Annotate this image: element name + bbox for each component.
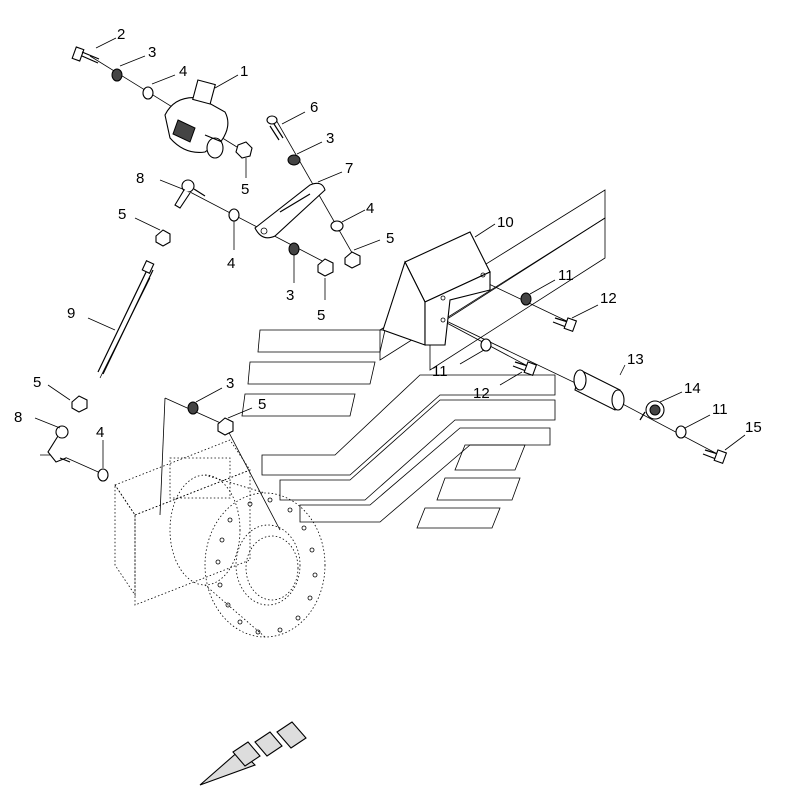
callout-5: 5 [386,230,394,247]
callout-4: 4 [96,424,104,441]
direction-arrow [199,721,307,786]
callout-2: 2 [117,26,125,43]
bolt-part-15 [702,449,728,465]
washer-part-3b [287,154,301,166]
ball-joint-part-8a [174,179,206,209]
callout-12: 12 [600,290,617,307]
bolt-part-2 [71,46,100,64]
callout-5: 5 [33,374,41,391]
callout-3: 3 [286,287,294,304]
nut-part-5b [344,251,361,269]
callout-3: 3 [148,44,156,61]
callout-15: 15 [745,419,762,436]
callout-4: 4 [227,255,235,272]
nut-part-5c [155,229,171,247]
washer-part-11c [675,425,687,439]
callout-7: 7 [345,160,353,177]
callout-11: 11 [558,267,574,284]
clamp-part-14 [639,400,665,421]
cover-part-10 [382,231,491,346]
callout-3: 3 [326,130,334,147]
bolt-part-12b [512,361,538,377]
callout-5: 5 [317,307,325,324]
sensor-part-1 [164,79,229,159]
bolt-part-12a [552,317,578,333]
washer-part-11a [520,292,532,306]
callout-12: 12 [473,385,490,402]
callout-11: 11 [432,363,448,380]
callout-6: 6 [310,99,318,116]
washer-part-3d [187,401,199,415]
callout-8: 8 [136,170,144,187]
leader-lines [34,37,746,468]
nut-part-5a [235,141,253,159]
washer-part-4b [330,220,344,232]
callout-11: 11 [712,401,728,418]
washer-part-4a [142,86,154,100]
washer-part-4c [228,208,240,222]
nut-part-5f [217,417,234,436]
rod-part-9 [97,260,155,375]
callout-3: 3 [226,375,234,392]
spacer-part-13 [573,369,625,411]
lever-part-7 [254,182,326,239]
callout-5: 5 [258,396,266,413]
callout-14: 14 [684,380,701,397]
callout-labels: 2 3 4 1 6 3 5 7 8 5 4 5 4 3 5 10 11 12 9… [14,26,762,441]
callout-13: 13 [627,351,644,368]
screw-part-6 [266,115,284,141]
washer-part-3a [111,68,123,82]
nut-part-5d [317,258,334,277]
washer-part-11b [480,338,492,352]
assembly-lines [40,55,726,531]
callout-4: 4 [179,63,187,80]
callout-1: 1 [240,63,248,80]
ball-joint-part-8b [47,425,71,463]
callout-8: 8 [14,409,22,426]
callout-10: 10 [497,214,514,231]
callout-5: 5 [241,181,249,198]
callout-4: 4 [366,200,374,217]
washer-part-3c [288,242,300,256]
callout-5: 5 [118,206,126,223]
washer-part-4d [97,468,109,482]
background-chevron-outlines [241,189,606,529]
nut-part-5e [71,395,88,413]
axle-hub-phantom [114,439,326,638]
hub-bolt-holes [215,497,318,635]
callout-9: 9 [67,305,75,322]
